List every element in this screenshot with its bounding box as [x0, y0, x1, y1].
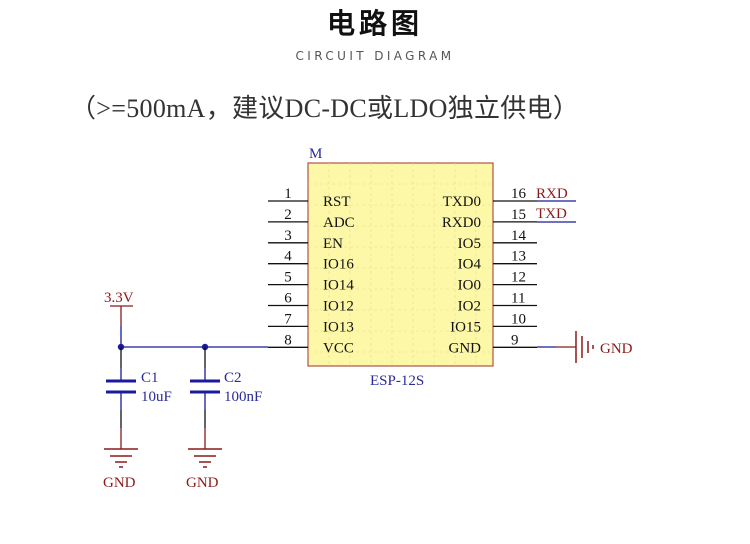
- pin-name: RST: [323, 194, 351, 210]
- pin-number: 15: [511, 207, 526, 223]
- page-title: 电路图: [326, 7, 423, 40]
- pin-name: IO4: [458, 257, 482, 273]
- pin-number: 9: [511, 332, 519, 348]
- pin-number: 12: [511, 270, 526, 286]
- c1-value: 10uF: [141, 389, 172, 405]
- module-designator: M: [309, 146, 322, 162]
- page-subtitle: CIRCUIT DIAGRAM: [295, 49, 455, 63]
- pin-name: IO12: [323, 299, 354, 315]
- pin-number: 13: [511, 249, 526, 265]
- pin-number: 14: [511, 228, 527, 244]
- c2-value: 100nF: [224, 389, 262, 405]
- pin-number: 8: [284, 332, 292, 348]
- pin-number: 6: [284, 291, 292, 307]
- pin-name: TXD0: [443, 194, 481, 210]
- capacitor-c2: [190, 347, 220, 449]
- gnd-label-right: GND: [600, 341, 633, 357]
- net-label-rxd: RXD: [536, 186, 568, 202]
- pin-name: IO15: [450, 319, 481, 335]
- pin-number: 11: [511, 291, 525, 307]
- net-label-txd: TXD: [536, 206, 567, 222]
- pin-name: IO16: [323, 257, 354, 273]
- right-pins: 16TXD015RXD014IO513IO412IO011IO210IO159G…: [442, 186, 537, 356]
- ground-symbol-c1: [104, 448, 138, 468]
- power-note: （>=500mA，建议DC-DC或LDO独立供电）: [70, 94, 580, 123]
- pin-number: 16: [511, 186, 527, 202]
- module-part-number: ESP-12S: [370, 373, 424, 389]
- pin-number: 5: [284, 270, 292, 286]
- pin-name: IO14: [323, 278, 354, 294]
- pin-name: ADC: [323, 215, 355, 231]
- pin-number: 4: [284, 249, 292, 265]
- c1-ref: C1: [141, 370, 159, 386]
- module-grid: [308, 163, 493, 366]
- pin-name: IO0: [458, 278, 481, 294]
- pin-name: RXD0: [442, 215, 481, 231]
- c2-ref: C2: [224, 370, 242, 386]
- pin-name: VCC: [323, 340, 354, 356]
- vcc-label: 3.3V: [104, 290, 134, 306]
- pin-name: IO13: [323, 319, 354, 335]
- pin-number: 3: [284, 228, 292, 244]
- ground-symbol-c2: [188, 448, 222, 468]
- pin-name: GND: [449, 340, 482, 356]
- gnd-label-c1: GND: [103, 475, 136, 491]
- pin-name: EN: [323, 236, 343, 252]
- module-body: [307, 162, 494, 367]
- pin-number: 2: [284, 207, 292, 223]
- pin-number: 10: [511, 311, 526, 327]
- ground-symbol-right: [575, 331, 594, 363]
- pin-name: IO2: [458, 299, 481, 315]
- gnd-label-c2: GND: [186, 475, 219, 491]
- pin-name: IO5: [458, 236, 481, 252]
- pin-number: 1: [284, 186, 292, 202]
- pin-number: 7: [284, 311, 292, 327]
- capacitor-c1: [106, 347, 136, 449]
